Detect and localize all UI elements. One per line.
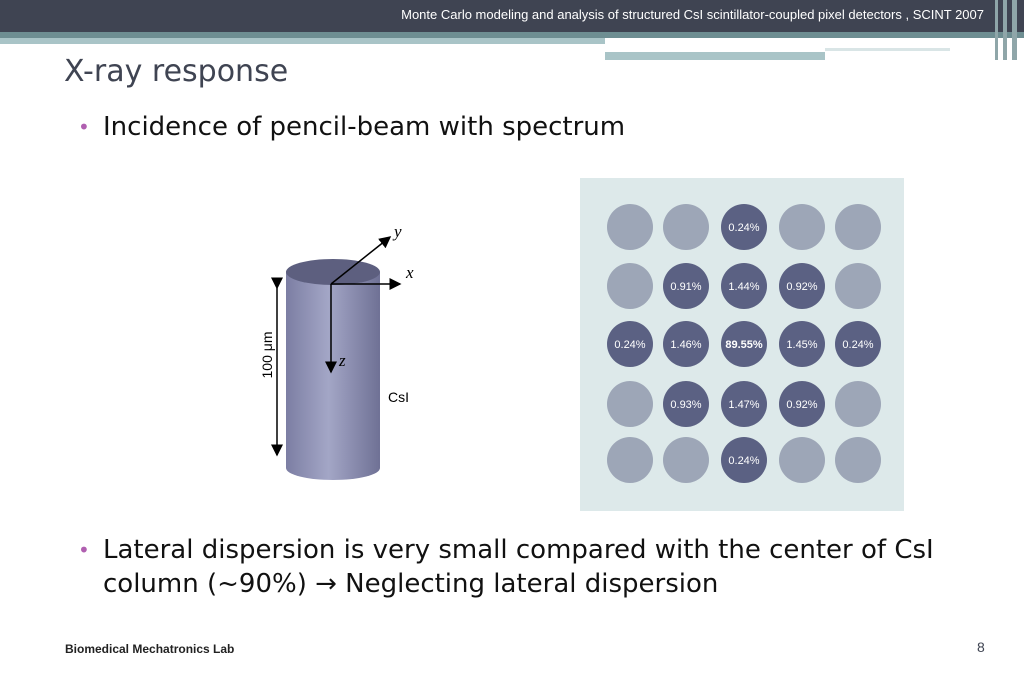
bullet-dot-icon: • (78, 115, 90, 139)
pixel-value-label: 1.45% (786, 339, 817, 351)
cylinder-body (286, 272, 380, 480)
pixel-value-label: 0.24% (728, 455, 759, 467)
pixel-cell (663, 381, 709, 427)
header-stripe (605, 38, 1005, 41)
pixel-grid-panel: 0.24% 0.91% 1.44% 0.92% 0.24% 1.46% 89.55% 1.45… (580, 178, 904, 511)
header-stripe (0, 32, 1024, 38)
pixel-cell (607, 263, 653, 309)
pixel-cell (835, 437, 881, 483)
pixel-value-label: 89.55% (725, 339, 763, 351)
axis-y-label: y (392, 222, 402, 241)
pixel-cell (663, 263, 709, 309)
pixel-value-label: 0.24% (728, 222, 759, 234)
pixel-cell (607, 321, 653, 367)
pixel-cell (663, 204, 709, 250)
pixel-cell (721, 204, 767, 250)
header-stripe (825, 48, 950, 51)
pixel-cell (663, 437, 709, 483)
pixel-cell (835, 204, 881, 250)
pixel-cell (721, 381, 767, 427)
cylinder-top (286, 259, 380, 285)
pixel-cell (779, 381, 825, 427)
pixel-cell (835, 321, 881, 367)
axis-z-label: z (338, 351, 346, 370)
pixel-value-label: 1.44% (728, 281, 759, 293)
bullet-text: Incidence of pencil-beam with spectrum (103, 112, 626, 142)
bullet-text-line: column (~90%) → Neglecting lateral dispe… (103, 569, 719, 599)
pixel-cell (721, 263, 767, 309)
bullet-dot-icon: • (78, 538, 90, 562)
pixel-cell (607, 437, 653, 483)
pixel-value-label: 0.92% (786, 281, 817, 293)
page-number: 8 (977, 639, 985, 655)
pixel-cell (779, 437, 825, 483)
pixel-value-label: 0.24% (614, 339, 645, 351)
header-stripe (1003, 0, 1007, 60)
pixel-cell (835, 263, 881, 309)
pixel-value-label: 0.92% (786, 399, 817, 411)
axis-y-arrow (330, 236, 392, 285)
header-stripe (0, 38, 605, 44)
pixel-cell (607, 381, 653, 427)
header-stripe (605, 52, 825, 60)
axis-x-label: x (405, 263, 414, 282)
slide-title: X-ray response (64, 54, 289, 89)
pixel-value-label: 0.91% (670, 281, 701, 293)
pixel-value-label: 1.46% (670, 339, 701, 351)
header-bar: Monte Carlo modeling and analysis of str… (0, 0, 1024, 32)
pixel-cell (663, 321, 709, 367)
header-text: Monte Carlo modeling and analysis of str… (401, 7, 984, 22)
header-stripe (1012, 0, 1017, 60)
pixel-cell (721, 321, 767, 367)
header-stripe (995, 0, 998, 60)
bullet-item: • Incidence of pencil-beam with spectrum (78, 110, 978, 144)
pixel-value-label: 1.47% (728, 399, 759, 411)
bullet-item: • Lateral dispersion is very small compa… (78, 533, 978, 603)
bullet-text-line: Lateral dispersion is very small compare… (103, 535, 934, 565)
pixel-value-label: 0.93% (670, 399, 701, 411)
footer-lab: Biomedical Mechatronics Lab (65, 642, 235, 656)
pixel-value-label: 0.24% (842, 339, 873, 351)
pixel-cell (721, 437, 767, 483)
csi-cylinder-diagram: y x z 100 μm CsI (259, 222, 414, 480)
height-label: 100 μm (259, 332, 275, 379)
material-label: CsI (388, 389, 409, 405)
pixel-cell (779, 263, 825, 309)
pixel-cell (835, 381, 881, 427)
pixel-cell (607, 204, 653, 250)
pixel-cell (779, 204, 825, 250)
pixel-cell (779, 321, 825, 367)
